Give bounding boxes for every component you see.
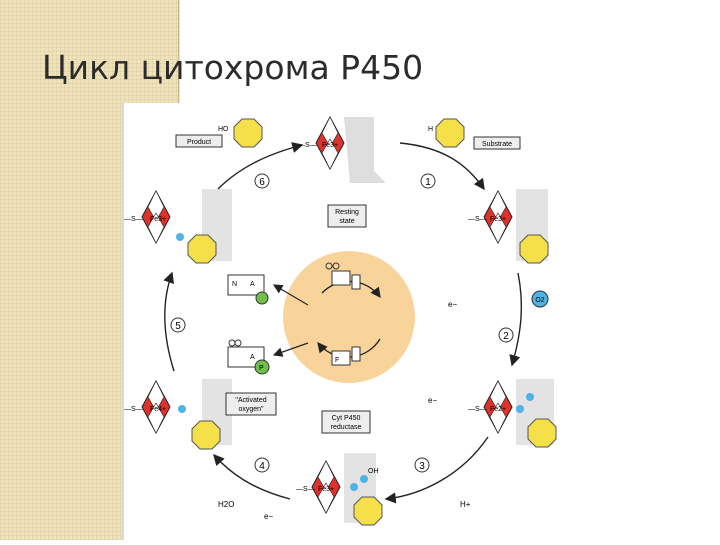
- step5-arrow: [163, 271, 175, 372]
- svg-text:—S—: —S—: [124, 406, 143, 413]
- fad-icon-top: [325, 262, 361, 290]
- p450-cycle-figure: F N A A P 1 2 3 4 5 6 —S— Fe3+ Resting s…: [122, 103, 570, 540]
- product-label: Product: [187, 139, 211, 146]
- step-6-label: 6: [259, 177, 265, 188]
- fe-label-substrate-bound: Fe3+: [490, 216, 506, 223]
- fad-icon-bottom: F: [331, 346, 361, 366]
- cofactor-box-bottom: A P: [227, 339, 270, 375]
- step2-arrow: [509, 272, 523, 367]
- fe-label-peroxo: Fe3+: [318, 486, 334, 493]
- fe-label-product-bound: Fe3+: [150, 216, 166, 223]
- activated-label-2: oxygen": [238, 406, 264, 413]
- h-plus: H+: [460, 500, 471, 509]
- figure-edge: [122, 103, 124, 540]
- resting-label-2: state: [339, 218, 354, 225]
- step-2-label: 2: [503, 331, 509, 342]
- heme-substrate-bound: —S— Fe3+: [468, 189, 549, 264]
- h2o-label: H2O: [218, 500, 234, 509]
- product-group: HO Product: [175, 118, 263, 148]
- fe-label-reduced: Fe2+: [490, 406, 506, 413]
- e-minus-1: e−: [448, 300, 457, 309]
- e-minus-2: e−: [428, 396, 437, 405]
- step-3-label: 3: [419, 461, 425, 472]
- product-ho: HO: [218, 126, 229, 133]
- a-label: A: [250, 281, 255, 288]
- o2-badge: O2: [531, 290, 549, 308]
- step3-arrow: [384, 436, 489, 504]
- reductase-disc: [283, 251, 415, 383]
- step-5-label: 5: [175, 321, 181, 332]
- heme-product-bound: —S— Fe3+: [124, 189, 232, 264]
- heme-peroxo: —S— Fe3+ OH: [296, 453, 383, 526]
- heme-reduced: —S— Fe2+: [468, 379, 557, 448]
- step4-arrow: [213, 453, 291, 500]
- o2-label: O2: [535, 297, 544, 304]
- step-1-label: 1: [425, 177, 431, 188]
- substrate-h: H: [428, 126, 433, 133]
- p-label: P: [259, 365, 264, 372]
- e-minus-3: e−: [264, 512, 273, 521]
- a-label-2: A: [250, 354, 255, 361]
- step1-arrow: [399, 142, 485, 191]
- svg-text:—S—: —S—: [124, 216, 143, 223]
- cyt-reductase-label: Cyt P450 reductase: [321, 410, 371, 434]
- svg-text:—S—: —S—: [468, 216, 487, 223]
- heme-activated: —S— Fe4+ "Activated oxygen": [124, 379, 277, 450]
- peroxo-oh: OH: [368, 468, 379, 475]
- step-4-label: 4: [259, 461, 265, 472]
- n-label: N: [232, 281, 237, 288]
- svg-text:—S—: —S—: [468, 406, 487, 413]
- fe-label-activated: Fe4+: [150, 406, 166, 413]
- substrate-group: H Substrate: [428, 118, 521, 150]
- cyt-label-2: reductase: [331, 424, 362, 431]
- heme-resting-state: —S— Fe3+ Resting state: [298, 116, 386, 228]
- svg-text:—S—: —S—: [296, 486, 315, 493]
- activated-label-1: "Activated: [235, 397, 266, 404]
- cyt-label-1: Cyt P450: [332, 415, 361, 422]
- fe-label-resting: Fe3+: [322, 142, 338, 149]
- slide-title: Цикл цитохрома P450: [42, 48, 424, 87]
- resting-label-1: Resting: [335, 209, 359, 216]
- fad-label: F: [335, 357, 339, 364]
- cofactor-box-top: N A: [227, 274, 269, 305]
- substrate-label: Substrate: [482, 141, 512, 148]
- step6-arrow: [217, 142, 304, 190]
- svg-text:—S—: —S—: [298, 142, 317, 149]
